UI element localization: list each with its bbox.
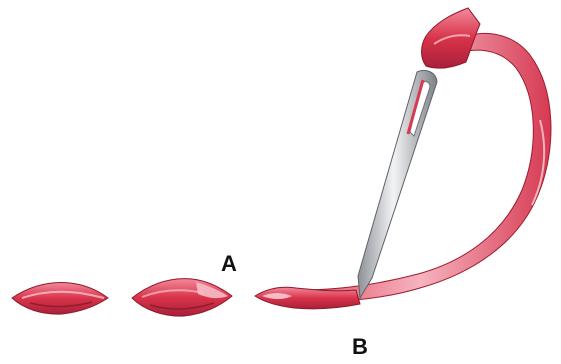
label-a: A [221,251,237,276]
label-b: B [352,334,368,359]
ribbon-entry-point [255,287,360,309]
ribbon-stitch-1 [12,283,108,315]
ribbon-tail [422,8,481,68]
ribbon-stitch-2 [132,279,232,316]
needle-icon [358,70,437,298]
